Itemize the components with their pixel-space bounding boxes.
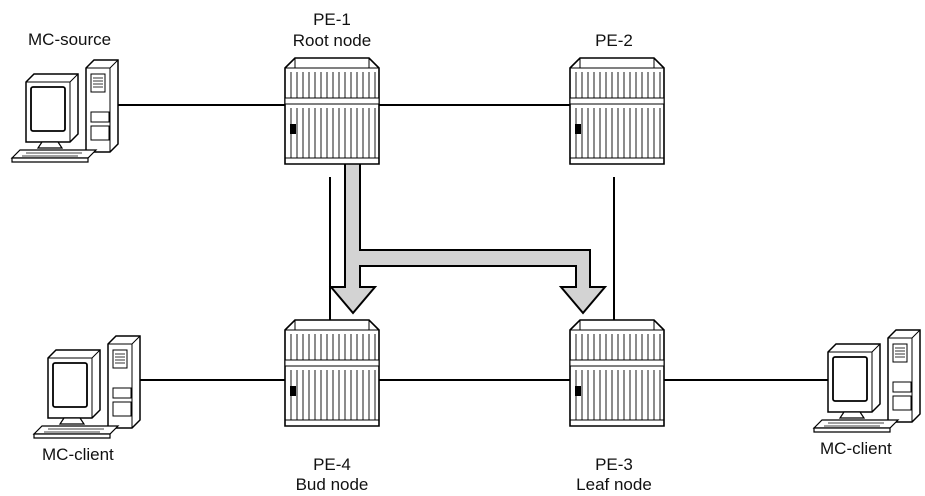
p2mp-flow-arrow xyxy=(328,145,608,315)
pe3-name-label: PE-3 xyxy=(595,455,633,474)
mc-source-computer-icon xyxy=(11,59,119,163)
pe4-router-icon xyxy=(284,319,380,427)
mc-client-right-label: MC-client xyxy=(820,439,892,458)
pe2-router-icon xyxy=(569,57,665,165)
mc-client-left-computer-icon xyxy=(33,335,141,439)
mc-client-left-label: MC-client xyxy=(42,445,114,464)
pe1-name-label: PE-1 xyxy=(313,10,351,29)
pe1-role-label: Root node xyxy=(293,31,371,50)
pe3-role-label: Leaf node xyxy=(576,475,652,494)
mc-source-label: MC-source xyxy=(28,30,111,49)
pe3-router-icon xyxy=(569,319,665,427)
pe4-role-label: Bud node xyxy=(296,475,369,494)
pe1-router-icon xyxy=(284,57,380,165)
mc-client-right-computer-icon xyxy=(813,329,921,433)
links xyxy=(118,104,830,381)
pe2-name-label: PE-2 xyxy=(595,31,633,50)
pe4-name-label: PE-4 xyxy=(313,455,351,474)
